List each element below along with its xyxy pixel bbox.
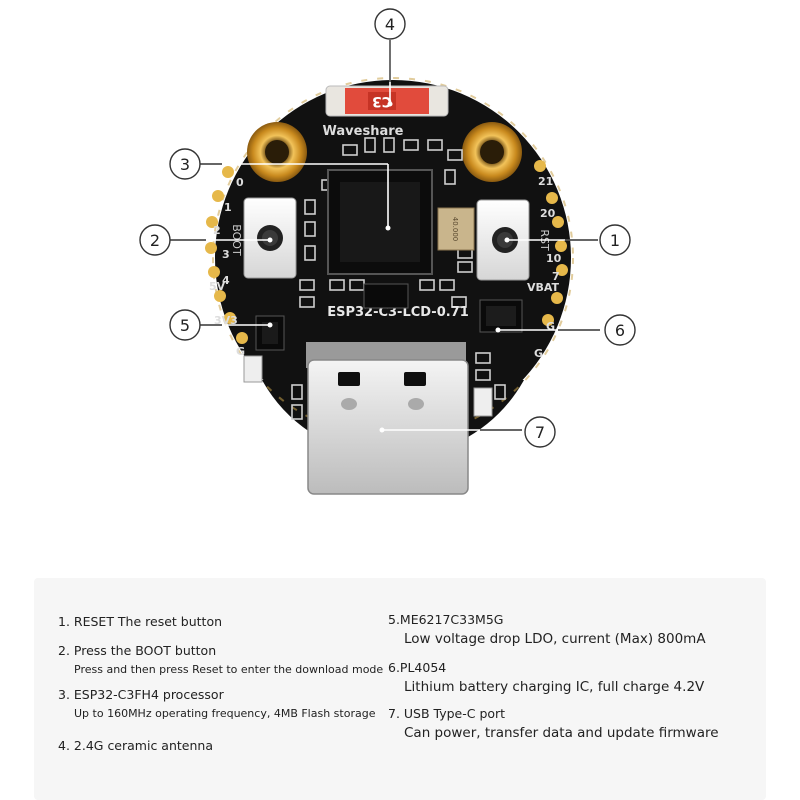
legend-item-1: 1. RESET The reset button	[58, 614, 222, 629]
legend-title: 7. USB Type-C port	[388, 706, 506, 721]
right-pin-labels: 21 20 10 7 VBAT G G	[527, 160, 568, 360]
callout-4: 4	[374, 8, 406, 40]
legend-desc: Low voltage drop LDO, current (Max) 800m…	[404, 631, 706, 647]
legend-desc: Up to 160MHz operating frequency, 4MB Fl…	[74, 707, 376, 720]
legend-title: 3. ESP32-C3FH4 processor	[58, 687, 224, 702]
charger-chip	[479, 299, 523, 333]
pin-label: 5V	[209, 280, 226, 293]
pin-label: 20	[540, 207, 556, 220]
left-pin-labels: 0 1 2 3 4 5V 3V3 G	[205, 166, 248, 358]
legend-panel	[34, 578, 766, 800]
pin-label: 0	[236, 176, 244, 189]
legend-item-6: 6.PL4054 Lithium battery charging IC, fu…	[388, 660, 704, 695]
pin-label: VBAT	[527, 281, 560, 294]
legend-title: 4. 2.4G ceramic antenna	[58, 738, 213, 753]
callout-2: 2	[139, 224, 171, 256]
callout-7: 7	[524, 416, 556, 448]
svg-text:3: 3	[180, 155, 190, 174]
legend-item-3: 3. ESP32-C3FH4 processor Up to 160MHz op…	[58, 687, 375, 720]
crystal-mark: 40.000	[451, 217, 459, 242]
pin-label: 2	[213, 224, 221, 237]
svg-text:1: 1	[610, 231, 620, 250]
esp32-processor-chip	[327, 169, 433, 275]
callout-1: 1	[599, 224, 631, 256]
legend-item-5: 5.ME6217C33M5G Low voltage drop LDO, cur…	[388, 612, 706, 647]
svg-text:2: 2	[150, 231, 160, 250]
pin-label: 3	[222, 248, 230, 261]
brand-label: Waveshare	[323, 124, 404, 139]
callout-6: 6	[604, 314, 636, 346]
smd-part	[473, 387, 493, 417]
legend-item-2: 2. Press the BOOT button Press and then …	[58, 643, 383, 676]
legend-title: 2. Press the BOOT button	[58, 643, 217, 658]
pin-label: 4	[222, 274, 230, 287]
legend-desc: Can power, transfer data and update firm…	[404, 725, 719, 741]
legend-desc: Press and then press Reset to enter the …	[74, 663, 384, 676]
pin-label: 1	[224, 201, 232, 214]
callout-3: 3	[169, 148, 201, 180]
board-illustration: C3 Waveshare 40.000 BOOT	[139, 8, 636, 495]
callout-markers: 1 2 3 4 5 6 7	[139, 8, 636, 448]
ceramic-antenna: C3	[325, 85, 449, 117]
crystal: 40.000	[437, 207, 475, 251]
pin-label: G	[546, 320, 555, 333]
svg-text:4: 4	[385, 15, 395, 34]
legend-title: 5.ME6217C33M5G	[388, 612, 504, 627]
legend-item-4: 4. 2.4G ceramic antenna	[58, 738, 213, 753]
pin-label: 10	[546, 252, 562, 265]
pin-label: 7	[552, 270, 560, 283]
pin-label: 21	[538, 175, 553, 188]
callout-dots	[267, 101, 510, 433]
svg-text:7: 7	[535, 423, 545, 442]
callout-5: 5	[169, 309, 201, 341]
legend-item-7: 7. USB Type-C port Can power, transfer d…	[388, 706, 719, 741]
svg-text:6: 6	[615, 321, 625, 340]
legend-desc: Lithium battery charging IC, full charge…	[404, 679, 705, 695]
legend-title: 6.PL4054	[388, 660, 447, 675]
antenna-mark: C3	[372, 93, 392, 109]
callout-leaders-outer	[170, 40, 600, 431]
usb-c-port	[306, 342, 469, 495]
pin-label: 3V3	[214, 314, 238, 327]
ldo-chip	[255, 315, 285, 351]
smd-part	[363, 283, 409, 309]
model-label: ESP32-C3-LCD-0.71	[327, 305, 469, 320]
smd-part	[243, 355, 263, 383]
pin-label: G	[534, 347, 543, 360]
svg-text:5: 5	[180, 316, 190, 335]
legend-title: 1. RESET The reset button	[58, 614, 223, 629]
pin-label: G	[236, 345, 245, 358]
